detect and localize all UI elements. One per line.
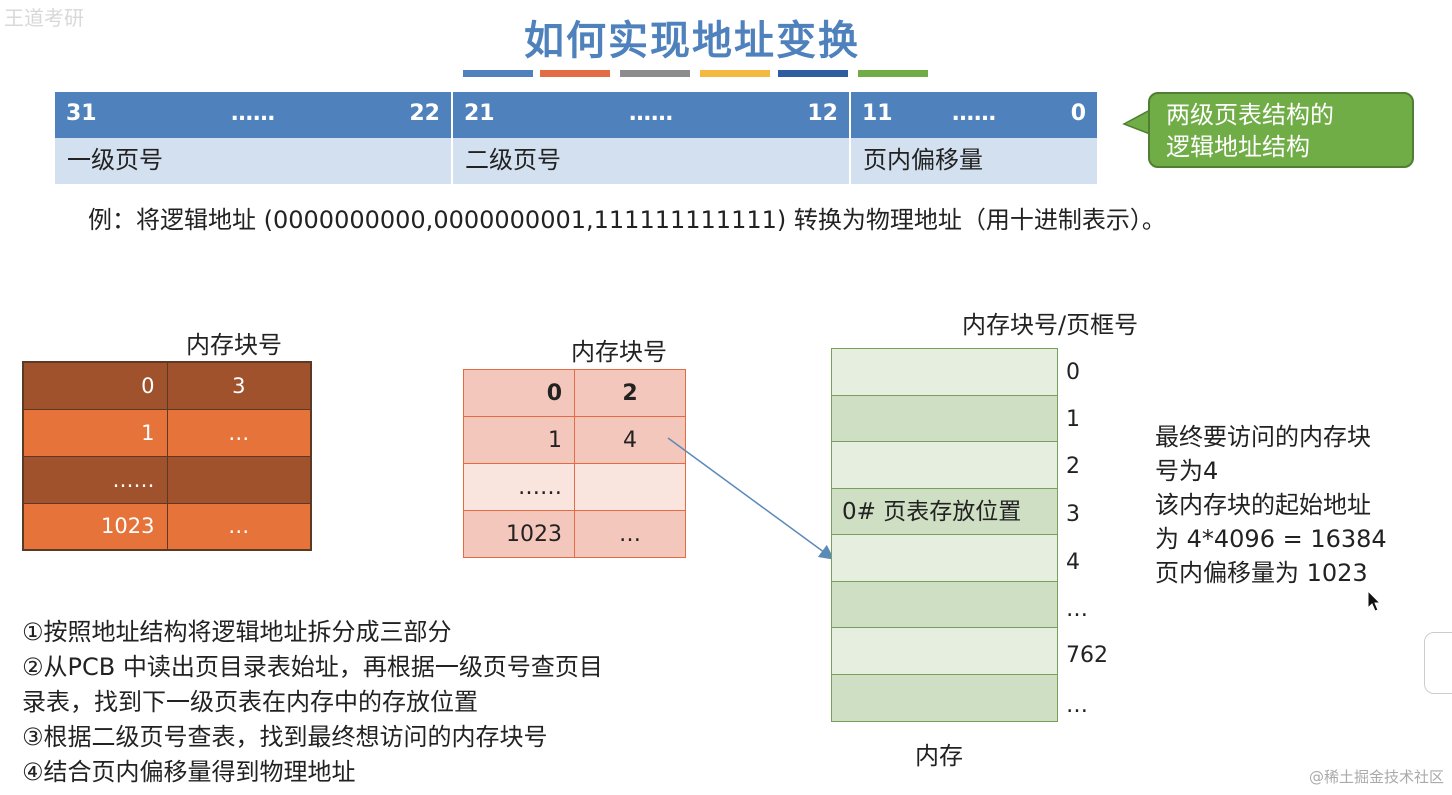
table-cell: 2: [574, 369, 686, 417]
table-row: 0 2: [463, 369, 686, 417]
table1-label: 内存块号: [186, 331, 282, 359]
table-row: 1023 …: [22, 502, 312, 551]
table-cell: 1023: [22, 502, 168, 551]
memory-block: [832, 349, 1057, 396]
table-row: ……: [463, 463, 686, 511]
table-cell: …: [166, 408, 312, 457]
memory-blocks: 0# 页表存放位置: [831, 348, 1058, 722]
watermark-top-left: 王道考研: [4, 6, 84, 30]
result-line-1: 最终要访问的内存块: [1155, 423, 1371, 451]
step-3: ③根据二级页号查表，找到最终想访问的内存块号: [22, 723, 548, 751]
address-bits-row: 31 …… 22 21 …… 12 11 …… 0: [55, 92, 1097, 138]
address-names-row: 一级页号 二级页号 页内偏移量: [55, 138, 1097, 184]
memory-footer: 内存: [915, 742, 963, 770]
callout-line-1: 两级页表结构的: [1166, 101, 1334, 129]
memory-header: 内存块号/页框号: [962, 311, 1139, 339]
segment-2-name: 二级页号: [453, 138, 851, 184]
result-text: 最终要访问的内存块 号为4 该内存块的起始地址 为 4*4096 = 16384…: [1155, 420, 1387, 590]
bit-high: 11: [862, 101, 893, 126]
watermark-bottom-right: @稀土掘金技术社区: [1308, 768, 1444, 786]
memory-block-page-table: 0# 页表存放位置: [832, 488, 1057, 535]
table-cell: …: [574, 510, 686, 558]
result-line-5: 页内偏移量为 1023: [1155, 559, 1368, 587]
memory-block: [832, 395, 1057, 442]
segment-2-bits: 21 …… 12: [453, 92, 851, 138]
table-cell: ……: [22, 455, 168, 504]
memory-index: …: [1066, 597, 1088, 622]
memory-block: [832, 674, 1057, 721]
memory-index: 3: [1066, 502, 1080, 527]
table-cell: 1: [22, 408, 168, 457]
memory-block: [832, 628, 1057, 675]
table-row: 1 …: [22, 408, 312, 457]
table-row: 0 3: [22, 361, 312, 410]
result-line-2: 号为4: [1155, 457, 1219, 485]
bit-dots: ……: [952, 101, 996, 126]
title-bar-4: [700, 70, 770, 77]
result-line-4: 为 4*4096 = 16384: [1155, 525, 1387, 553]
table-row: ……: [22, 455, 312, 504]
segment-3-name: 页内偏移量: [851, 138, 1097, 184]
table-cell: [574, 463, 686, 511]
bit-dots: ……: [629, 101, 673, 126]
title-bar-1: [463, 70, 533, 77]
table2-label: 内存块号: [571, 338, 667, 366]
page-directory-table: 0 3 1 … …… 1023 …: [22, 361, 312, 551]
side-scroll-handle[interactable]: [1424, 632, 1452, 694]
bit-low: 0: [1070, 101, 1086, 126]
memory-index: 762: [1066, 643, 1108, 668]
callout-box: 两级页表结构的 逻辑地址结构: [1148, 92, 1414, 168]
memory-block: [832, 581, 1057, 628]
memory-index: 0: [1066, 360, 1080, 385]
bit-high: 21: [464, 101, 495, 126]
bit-low: 12: [807, 101, 838, 126]
table-cell: 4: [574, 416, 686, 464]
title-bar-2: [540, 70, 610, 77]
arrow-to-block-4: [667, 437, 835, 560]
step-1: ①按照地址结构将逻辑地址拆分成三部分: [22, 618, 452, 646]
table-cell: ……: [463, 463, 575, 511]
table-cell: 0: [463, 369, 575, 417]
memory-index: 4: [1066, 550, 1080, 575]
page-title: 如何实现地址变换: [524, 18, 860, 64]
memory-index: …: [1066, 693, 1088, 718]
title-bar-3: [620, 70, 690, 77]
table-cell: [166, 455, 312, 504]
result-line-3: 该内存块的起始地址: [1155, 491, 1371, 519]
segment-1-name: 一级页号: [55, 138, 453, 184]
step-4: ④结合页内偏移量得到物理地址: [22, 758, 356, 786]
table-cell: 3: [166, 361, 312, 410]
segment-3-bits: 11 …… 0: [851, 92, 1097, 138]
title-bar-6: [858, 70, 928, 77]
table-cell: …: [166, 502, 312, 551]
step-2a: ②从PCB 中读出页目录表始址，再根据一级页号查页目: [22, 653, 603, 681]
table-cell: 0: [22, 361, 168, 410]
table-cell: 1023: [463, 510, 575, 558]
bit-low: 22: [409, 101, 440, 126]
memory-index: 2: [1066, 454, 1080, 479]
step-2b: 录表，找到下一级页表在内存中的存放位置: [22, 688, 478, 716]
bit-high: 31: [66, 101, 97, 126]
table-row: 1 4: [463, 416, 686, 464]
address-structure: 31 …… 22 21 …… 12 11 …… 0 一级页号 二级页号 页内偏移…: [55, 92, 1097, 184]
segment-1-bits: 31 …… 22: [55, 92, 453, 138]
callout-line-2: 逻辑地址结构: [1166, 133, 1310, 161]
table-cell: 1: [463, 416, 575, 464]
mouse-cursor-icon: [1367, 590, 1381, 612]
bit-dots: ……: [231, 101, 275, 126]
example-text: 例：将逻辑地址 (0000000000,0000000001,111111111…: [88, 206, 1166, 234]
memory-block: [832, 442, 1057, 489]
title-bar-5: [778, 70, 848, 77]
steps-list: ①按照地址结构将逻辑地址拆分成三部分 ②从PCB 中读出页目录表始址，再根据一级…: [22, 615, 603, 790]
memory-index: 1: [1066, 407, 1080, 432]
memory-block: [832, 535, 1057, 582]
table-row: 1023 …: [463, 510, 686, 558]
second-level-page-table: 0 2 1 4 …… 1023 …: [463, 369, 686, 558]
